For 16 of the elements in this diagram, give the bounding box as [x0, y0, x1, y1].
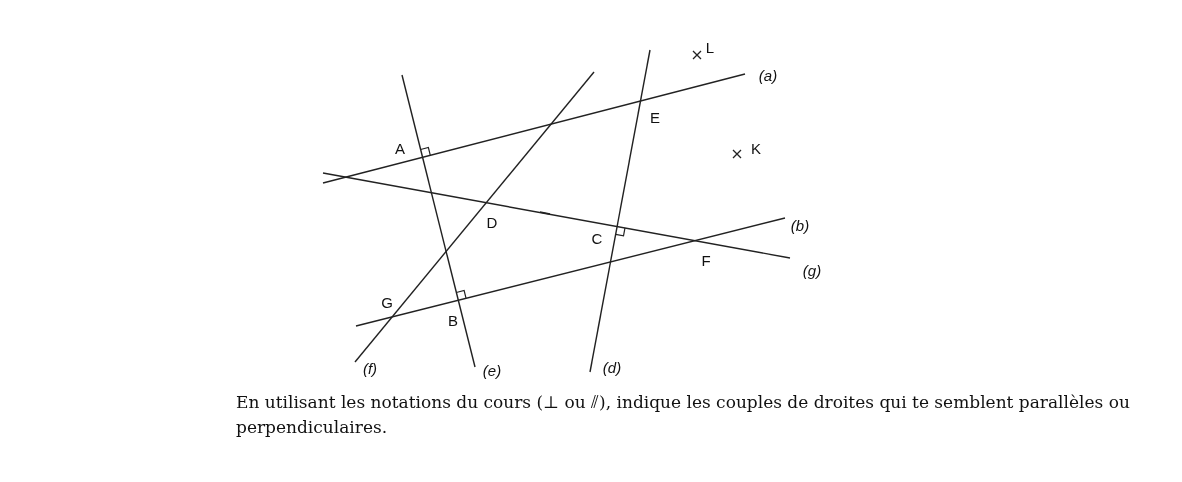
- line-label: (d): [602, 359, 622, 375]
- line-label: (e): [482, 362, 502, 378]
- point-label: A: [395, 140, 405, 156]
- line-label: (b): [790, 217, 810, 233]
- caption: En utilisant les notations du cours (⊥ ou ⫽), indique les couples de droites qui te semblent parallèles ou perpendiculaires.: [236, 391, 1131, 439]
- line-label: (f): [362, 360, 378, 376]
- point-label: F: [701, 252, 711, 268]
- point-label: K: [751, 140, 761, 156]
- line-label: (a): [758, 67, 778, 83]
- point-label: L: [705, 39, 715, 55]
- point-label: G: [381, 294, 393, 310]
- line-label: (g): [802, 262, 822, 278]
- point-label: E: [650, 109, 660, 125]
- point-label: C: [591, 230, 603, 246]
- point-label: D: [486, 214, 498, 230]
- point-label: B: [448, 312, 458, 328]
